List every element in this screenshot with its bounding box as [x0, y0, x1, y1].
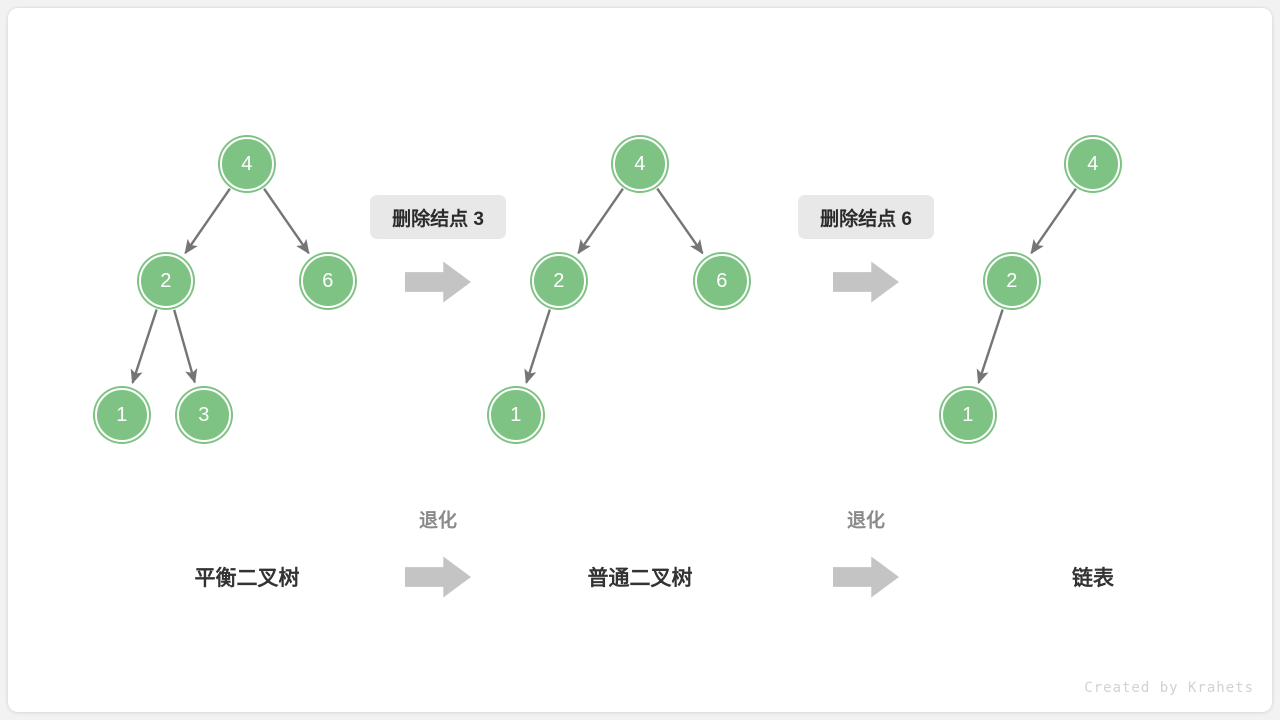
tree-caption: 链表 — [1072, 567, 1114, 590]
tree-node: 3 — [177, 388, 231, 442]
tree-edge — [976, 309, 1004, 385]
tree-node: 2 — [139, 254, 193, 308]
tree-node: 1 — [489, 388, 543, 442]
tree-edge — [577, 187, 624, 255]
tree-node: 6 — [301, 254, 355, 308]
tree-node-label: 2 — [553, 270, 565, 292]
block-arrow-shape — [833, 261, 899, 303]
block-arrow-shape — [405, 556, 471, 598]
tree-node-label: 3 — [198, 404, 210, 426]
transition-arrow-icon — [405, 261, 471, 303]
tree-edge — [263, 187, 310, 255]
tree-caption: 平衡二叉树 — [194, 567, 300, 590]
tree-node-label: 4 — [634, 153, 646, 175]
tree-edge — [173, 309, 198, 384]
tree-node-label: 6 — [322, 270, 334, 292]
tree-node: 6 — [695, 254, 749, 308]
degeneration-label: 退化 — [418, 510, 458, 532]
tree-edge — [656, 187, 704, 255]
operation-badge-label: 删除结点 6 — [820, 208, 912, 230]
tree-edge — [1030, 187, 1077, 255]
tree-node-label: 1 — [962, 404, 974, 426]
tree-node-label: 2 — [160, 270, 172, 292]
tree-node-label: 2 — [1006, 270, 1018, 292]
degeneration-arrow-icon — [405, 556, 471, 598]
tree-node-label: 4 — [241, 153, 253, 175]
degeneration-arrow-icon — [833, 556, 899, 598]
tree-node-label: 4 — [1087, 153, 1099, 175]
tree-node: 4 — [220, 137, 274, 191]
tree-node-label: 1 — [116, 404, 128, 426]
credit-text: Created by Krahets — [1084, 680, 1254, 696]
tree-edge — [524, 309, 551, 384]
tree-node-label: 6 — [716, 270, 728, 292]
figure-card — [8, 8, 1272, 712]
tree-edge — [130, 309, 158, 385]
tree-edge — [184, 187, 231, 255]
tree-node-label: 1 — [510, 404, 522, 426]
tree-node: 4 — [613, 137, 667, 191]
block-arrow-shape — [405, 261, 471, 303]
operation-badge: 删除结点 3 — [370, 195, 506, 239]
tree-node: 2 — [985, 254, 1039, 308]
operation-badge: 删除结点 6 — [798, 195, 934, 239]
transition-arrow-icon — [833, 261, 899, 303]
block-arrow-shape — [833, 556, 899, 598]
tree-node: 1 — [95, 388, 149, 442]
degeneration-label: 退化 — [846, 510, 886, 532]
tree-node: 4 — [1066, 137, 1120, 191]
tree-caption: 普通二叉树 — [587, 567, 693, 590]
operation-badge-label: 删除结点 3 — [392, 208, 484, 230]
tree-node: 1 — [941, 388, 995, 442]
tree-node: 2 — [532, 254, 586, 308]
